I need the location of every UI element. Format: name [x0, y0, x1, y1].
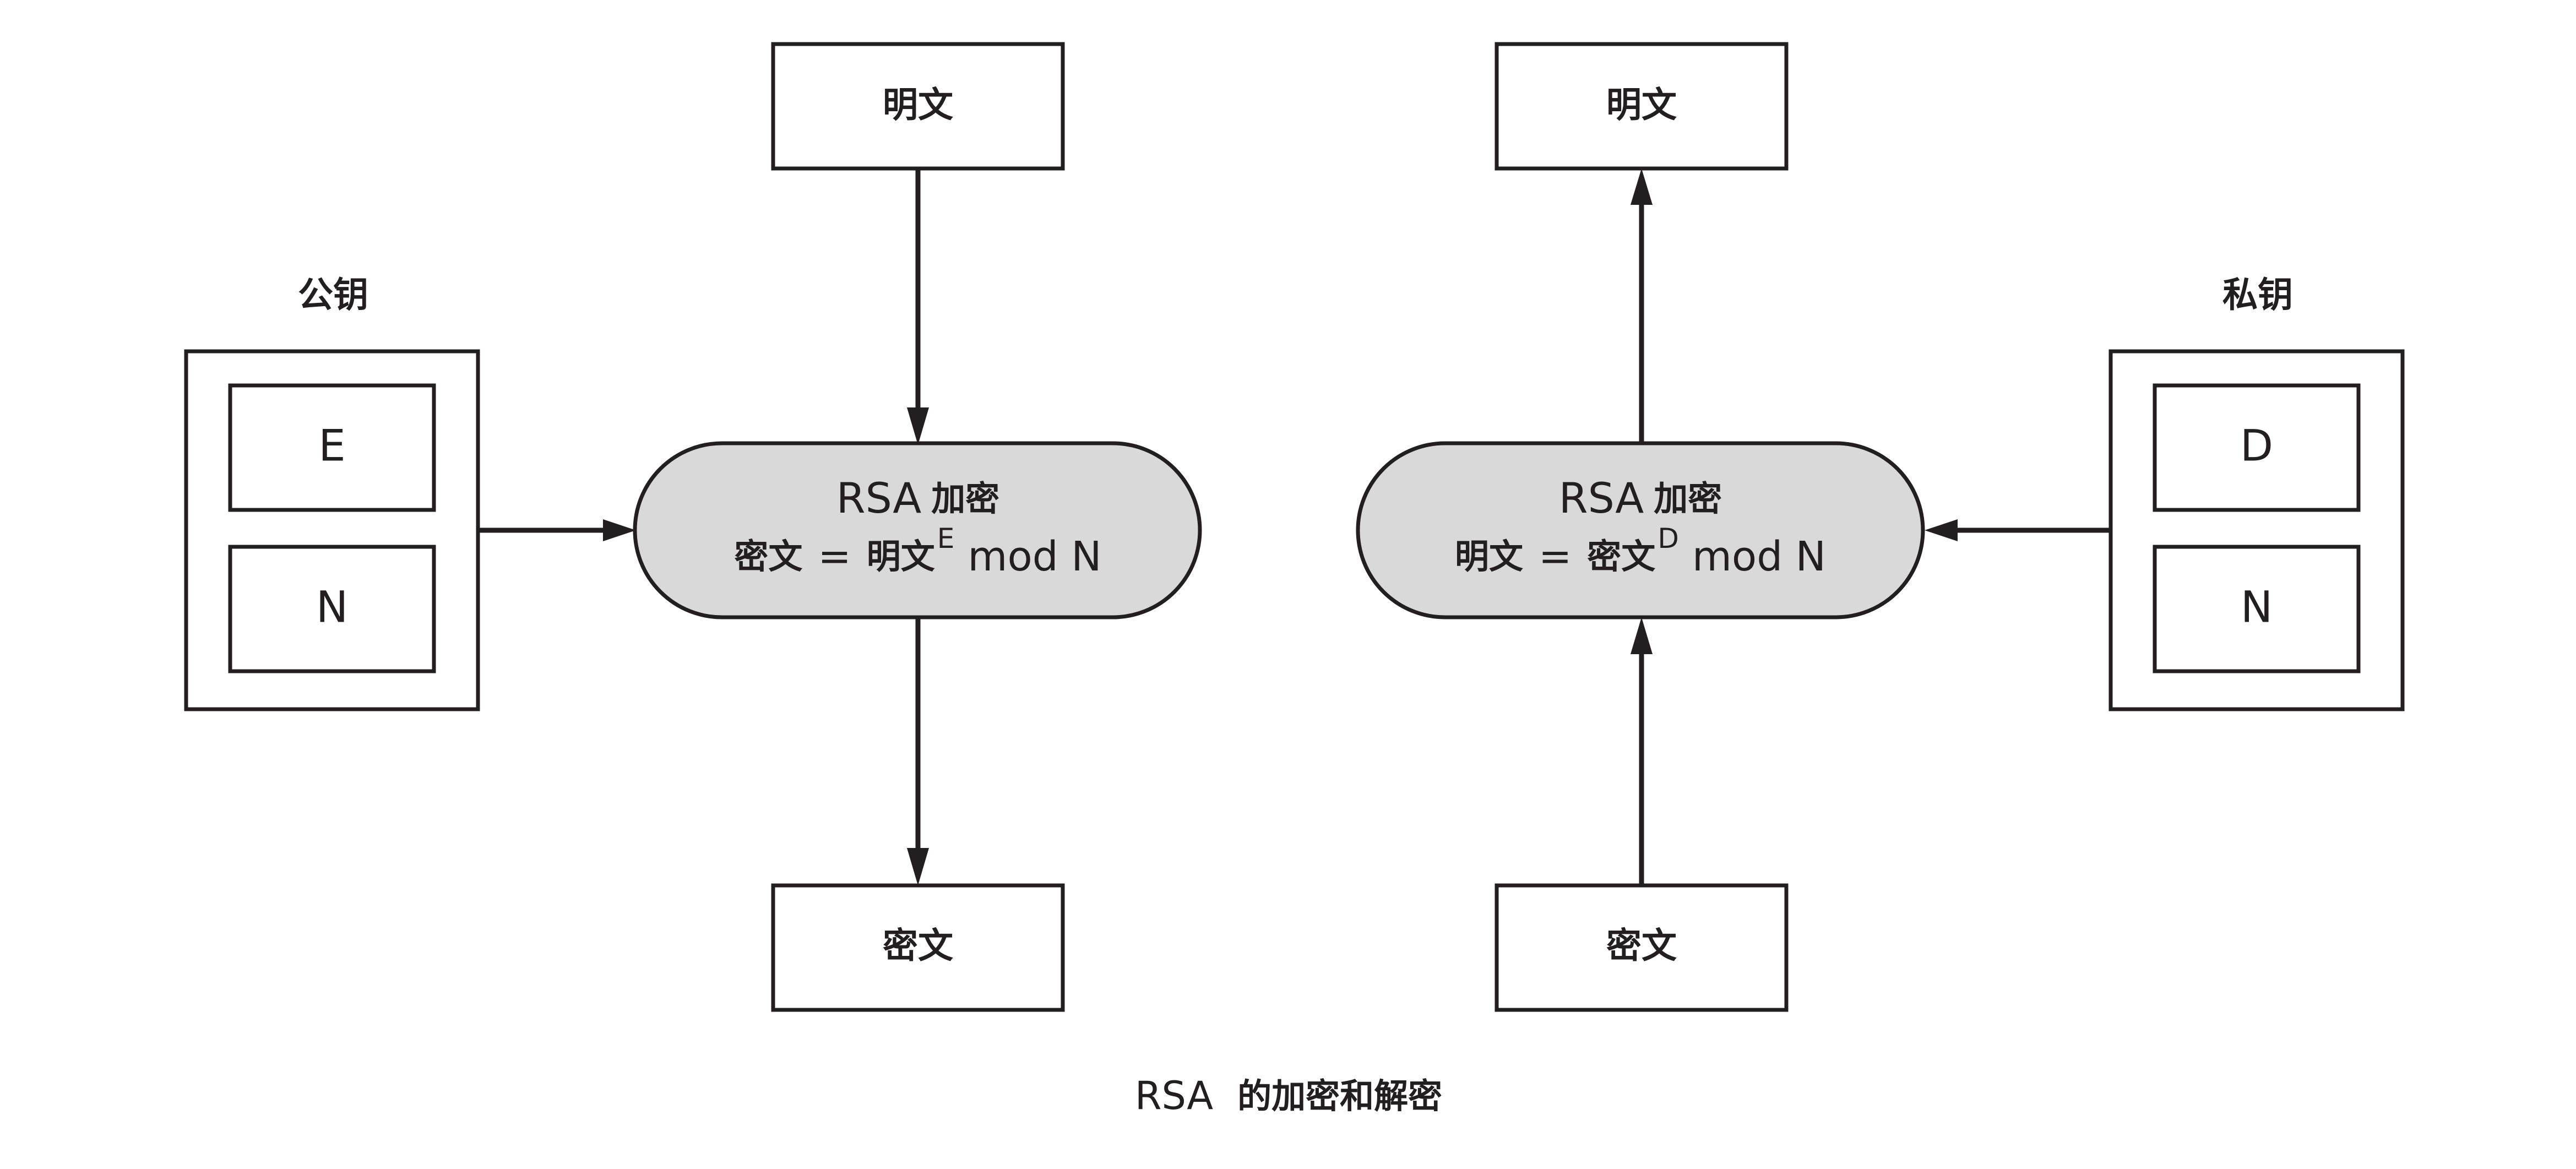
public-key-arrow — [478, 519, 636, 541]
public-key-n-label: N — [316, 583, 348, 632]
encrypt-formula-exponent: E — [937, 523, 955, 554]
encrypt-process-title: RSA 加密 — [836, 474, 999, 523]
decrypt-formula: 明文 = 密文 D mod N — [1455, 523, 1826, 580]
encryption-flow: 明文 公钥 E N RSA 加密 — [184, 42, 1202, 1012]
decrypt-input-arrow — [1631, 617, 1653, 885]
private-key-d-label: D — [2240, 421, 2273, 471]
encrypt-ciphertext-label: 密文 — [883, 926, 953, 967]
private-key-arrow — [1925, 519, 2111, 541]
private-key-n-label: N — [2241, 583, 2273, 632]
public-key-n-box — [228, 545, 436, 673]
private-key-d-box — [2153, 383, 2361, 512]
public-key-title: 公钥 — [298, 275, 368, 316]
decrypt-process-title: RSA 加密 — [1559, 474, 1722, 523]
decryption-flow: 明文 私钥 D N RSA 加密 — [1356, 42, 2405, 1012]
decrypt-ciphertext-label: 密文 — [1606, 926, 1677, 967]
decrypt-plaintext-box: 明文 — [1494, 42, 1789, 171]
decrypt-formula-exponent: D — [1657, 523, 1679, 554]
decrypt-plaintext-label: 明文 — [1606, 85, 1677, 126]
encrypt-formula: 密文 = 明文 E mod N — [734, 523, 1101, 580]
encrypt-output-arrow — [907, 617, 929, 885]
rsa-decrypt-process: RSA 加密 明文 = 密文 D mod N — [1356, 441, 1925, 619]
encrypt-ciphertext-box: 密文 — [771, 883, 1065, 1012]
private-key-title: 私钥 — [2222, 275, 2293, 316]
private-key-box: D N — [2108, 349, 2405, 711]
public-key-box: E N — [184, 349, 480, 711]
rsa-encrypt-process: RSA 加密 密文 = 明文 E mod N — [633, 441, 1202, 619]
encrypt-plaintext-box: 明文 — [771, 42, 1065, 171]
decrypt-ciphertext-box: 密文 — [1494, 883, 1789, 1012]
encrypt-plaintext-label: 明文 — [883, 85, 953, 126]
diagram-caption: RSA 的加密和解密 — [1135, 1073, 1442, 1118]
public-key-e-label: E — [318, 421, 345, 471]
decrypt-output-arrow — [1631, 168, 1653, 443]
public-key-e-box — [228, 383, 436, 512]
encrypt-input-arrow — [907, 168, 929, 445]
private-key-n-box — [2153, 545, 2361, 673]
